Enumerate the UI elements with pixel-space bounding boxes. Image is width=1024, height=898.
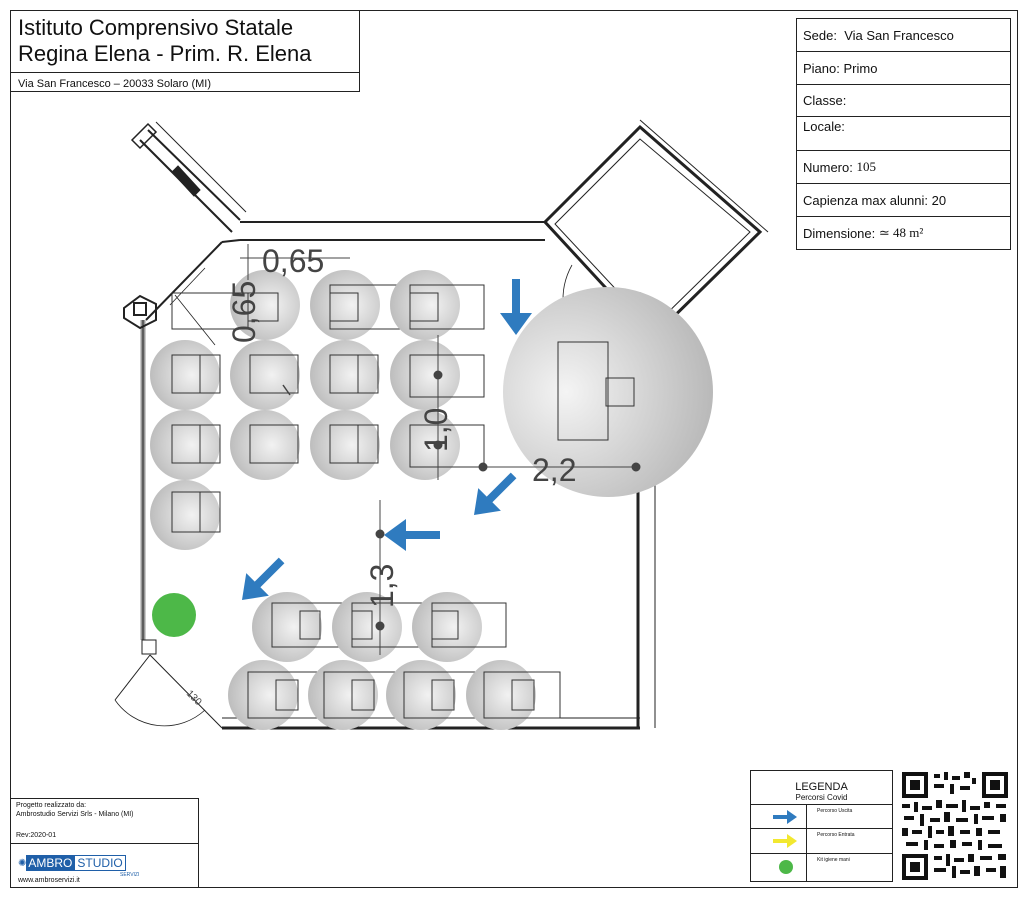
legend-item-label: Percorso Entrata — [817, 832, 855, 838]
info-label: Numero: — [803, 159, 853, 175]
info-value: Via San Francesco — [844, 27, 954, 43]
legend-divider — [751, 853, 892, 854]
credits-line2: Ambrostudio Servizi Srls - Milano (MI) — [16, 811, 134, 818]
title-divider — [10, 72, 360, 73]
dimension-lines — [240, 244, 641, 655]
arrow-right-icon — [773, 834, 797, 848]
legend-divider — [751, 828, 892, 829]
arrow-right-icon — [773, 810, 797, 824]
dim-label: 2,2 — [532, 452, 576, 488]
info-label: Dimensione: — [803, 225, 876, 241]
school-address: Via San Francesco – 20033 Solaro (MI) — [18, 78, 212, 90]
room-info-table: Sede: Via San Francesco Piano: Primo Cla… — [796, 18, 1011, 250]
info-value: 105 — [856, 159, 876, 174]
info-row-classe: Classe: — [797, 85, 1010, 117]
logo-subtitle: SERVIZI — [120, 872, 140, 878]
hand-sanitizer-kit-icon — [152, 593, 196, 637]
info-label: Sede: — [803, 27, 837, 43]
exit-arrow-icon — [500, 279, 532, 335]
school-plexus: Regina Elena - Prim. R. Elena — [18, 41, 312, 66]
dot-icon — [779, 860, 793, 874]
info-label: Piano: — [803, 60, 840, 76]
dimension-labels: 0,65 0,65 1,0 2,2 1,3 130 — [184, 243, 577, 708]
info-value: Primo — [843, 60, 878, 76]
legend-item-label: Percorso Uscita — [817, 808, 853, 814]
info-label: Classe: — [803, 93, 847, 108]
legend-symbols — [773, 810, 797, 874]
legend: LEGENDA Percorsi Covid Percorso Uscita P… — [750, 770, 893, 882]
info-value: ≃ 48 m² — [878, 225, 924, 240]
credits-block: Progetto realizzato da: Ambrostudio Serv… — [10, 798, 199, 888]
logo-text-a: AMBRO — [26, 855, 75, 871]
info-row-dimensione: Dimensione: ≃ 48 m² — [797, 217, 1010, 249]
dim-label: 0,65 — [226, 281, 262, 343]
legend-title: LEGENDA — [795, 781, 848, 793]
legend-col-divider — [806, 804, 807, 881]
info-label: Locale: — [803, 119, 845, 134]
student-desks — [150, 270, 561, 730]
exit-arrow-icon — [242, 557, 285, 600]
dim-label: 1,0 — [418, 408, 454, 452]
drawing-sheet — [10, 10, 1018, 888]
revision: Rev:2020-01 — [16, 832, 57, 839]
info-label: Capienza max alunni: — [803, 192, 929, 208]
legend-divider — [751, 804, 892, 805]
info-row-sede: Sede: Via San Francesco — [797, 19, 1010, 52]
website-link[interactable]: www.ambroservizi.it — [18, 877, 80, 884]
dim-label: 1,3 — [364, 564, 400, 608]
qr-code[interactable] — [900, 770, 1010, 882]
credits-line1: Progetto realizzato da: — [16, 802, 87, 809]
ambrostudio-logo: ✺ AMBRO STUDIO — [18, 854, 126, 872]
info-value: 20 — [931, 192, 947, 208]
teacher-desk — [503, 287, 713, 497]
credits-divider — [10, 843, 199, 844]
title-block: Istituto Comprensivo Statale Regina Elen… — [10, 10, 360, 92]
legend-item-label: Kit igiene mani — [817, 857, 850, 863]
logo-text-b: STUDIO — [74, 855, 126, 871]
info-row-piano: Piano: Primo — [797, 52, 1010, 85]
logo-star-icon: ✺ — [18, 857, 27, 869]
door-width-label: 130 — [184, 688, 204, 708]
school-name: Istituto Comprensivo Statale — [18, 15, 294, 40]
dim-label: 0,65 — [262, 243, 324, 279]
info-row-locale: Locale: — [797, 117, 1010, 151]
info-row-numero: Numero: 105 — [797, 151, 1010, 184]
left-wing — [130, 121, 247, 233]
legend-subtitle: Percorsi Covid — [795, 793, 848, 802]
exit-arrow-icon — [384, 519, 440, 551]
exit-arrows — [242, 279, 532, 600]
exit-arrow-icon — [474, 472, 517, 515]
info-row-capienza: Capienza max alunni: 20 — [797, 184, 1010, 217]
